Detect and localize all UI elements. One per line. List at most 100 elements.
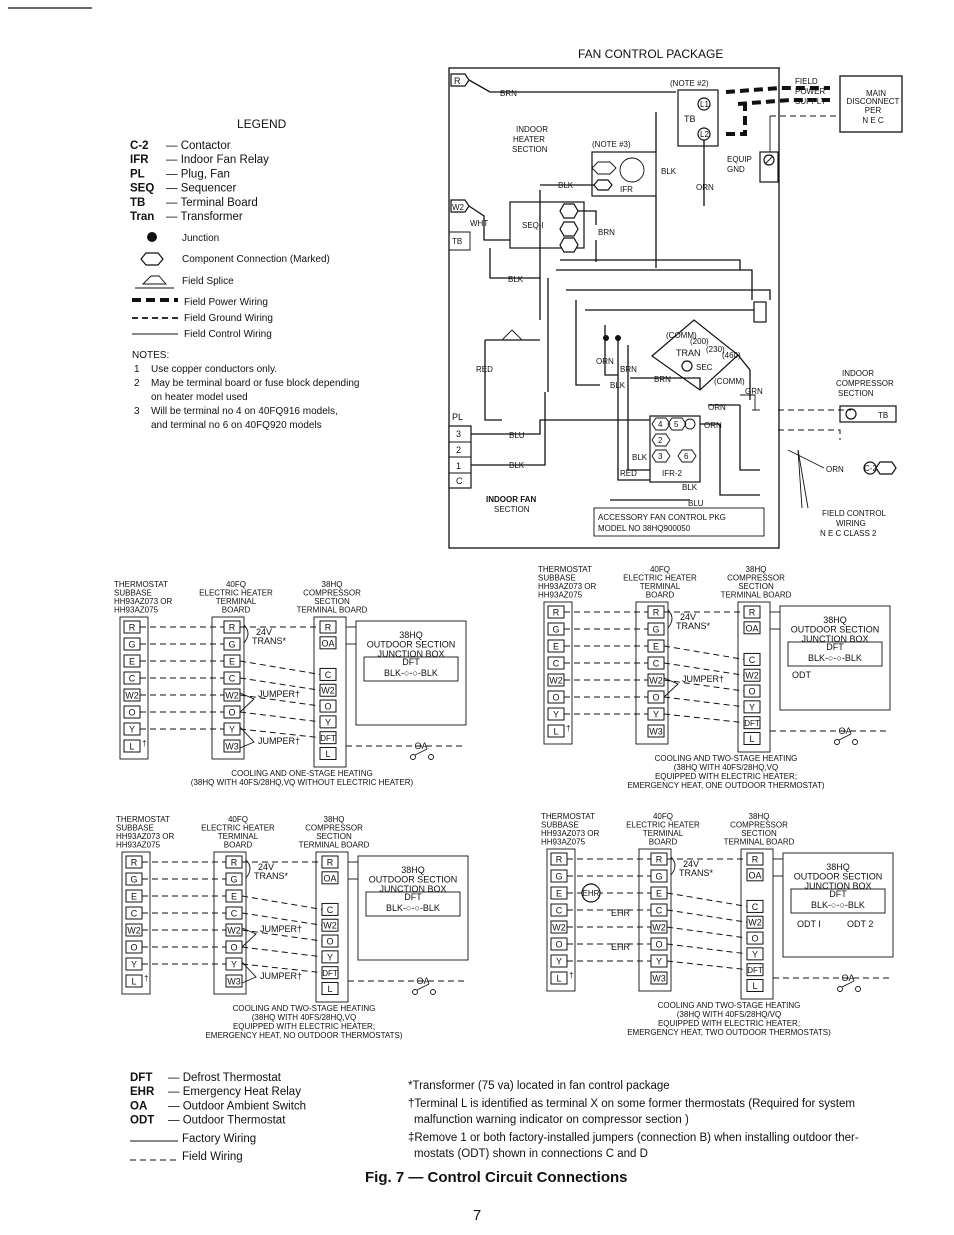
transformer-brace: [667, 609, 673, 629]
note-text: Will be terminal no 4 on 40FQ916 models,: [151, 406, 338, 417]
figure-caption: Fig. 7 — Control Circuit Connections: [365, 1169, 628, 1186]
legend-desc: — Terminal Board: [166, 197, 258, 209]
compressor-terminal-label: DFT: [322, 969, 338, 978]
outdoor-section-label: 38HQ: [401, 865, 425, 875]
dft-label: DFT: [402, 657, 420, 667]
svg-text:†: †: [566, 724, 570, 733]
compressor-board-label: TERMINAL BOARD: [721, 591, 792, 600]
trans-label: 24V: [680, 612, 696, 622]
compressor-terminal-label: C: [325, 670, 332, 680]
thermostat-subbase-strip: [543, 601, 573, 745]
compressor-terminal: [321, 855, 339, 869]
legend-desc: — Contactor: [166, 140, 231, 152]
heater-terminal-label: E: [656, 889, 662, 899]
compressor-terminal-label: L: [749, 734, 754, 744]
diagram-caption: EMERGENCY HEAT, ONE OUTDOOR THERMOSTAT): [627, 781, 824, 790]
svg-text:†: †: [144, 974, 148, 983]
svg-text:C: C: [456, 476, 463, 486]
compressor-terminal-label: OA: [321, 638, 334, 648]
thermostat-terminal-label: W2: [549, 676, 563, 686]
heater-board-label: ELECTRIC HEATER: [623, 574, 697, 583]
compressor-board-label: SECTION: [316, 832, 352, 841]
fan-control-package-diagram: FAN CONTROL PACKAGE R BRN (NOTE #2) TB L…: [448, 47, 903, 549]
compressor-board-label: 38HQ: [324, 815, 345, 824]
diagram-caption: (38HQ WITH 40FS/28HQ,VQ: [252, 1013, 356, 1022]
outdoor-section-label: JUNCTION BOX: [379, 884, 446, 894]
compressor-terminal-label: Y: [325, 717, 331, 727]
heater-board-label: TERMINAL: [640, 582, 681, 591]
outdoor-junction-box: [779, 605, 891, 711]
svg-text:mostats (ODT) shown in connect: mostats (ODT) shown in connections C and…: [414, 1148, 648, 1160]
heater-terminal-label: C: [231, 909, 238, 919]
hexagon-icon: [593, 179, 613, 191]
svg-text:N E C CLASS 2: N E C CLASS 2: [820, 529, 877, 538]
outdoor-junction-box: [782, 852, 894, 958]
svg-text:EQUIP: EQUIP: [727, 155, 752, 164]
svg-text:BLK: BLK: [632, 453, 648, 462]
compressor-terminal-label: Y: [749, 702, 755, 712]
diagram-caption: (38HQ WITH 40FS/28HQ,VQ WITHOUT ELECTRIC…: [191, 778, 414, 787]
svg-text:*Transformer (75 va) located i: *Transformer (75 va) located in fan cont…: [408, 1080, 670, 1092]
thermostat-terminal-label: C: [556, 906, 563, 916]
legend-abbr: OA: [130, 1100, 147, 1112]
svg-text:TRAN: TRAN: [676, 348, 701, 358]
svg-text:(230): (230): [706, 345, 725, 354]
svg-text:(NOTE #2): (NOTE #2): [670, 79, 709, 88]
thermostat-terminal-label: E: [553, 642, 559, 652]
svg-text:BLU: BLU: [688, 499, 704, 508]
compressor-terminal-label: R: [327, 858, 334, 868]
dft-assembly: [363, 656, 459, 682]
compressor-terminal-label: W2: [745, 671, 759, 681]
outdoor-junction-box: [357, 855, 469, 961]
note-text: and terminal no 6 on 40FQ920 models: [151, 420, 322, 431]
thermostat-terminal-label: C: [129, 674, 136, 684]
svg-text:W2: W2: [452, 203, 465, 212]
oa-switch-icon: [412, 989, 418, 995]
heater-terminal-label: Y: [653, 710, 659, 720]
thermostat-terminal-label: W2: [127, 926, 141, 936]
heater-terminal: [225, 974, 243, 988]
compressor-terminal-strip: [740, 848, 774, 1000]
compressor-board-label: SECTION: [741, 829, 777, 838]
svg-text:3: 3: [658, 452, 663, 461]
note-number: 2: [134, 378, 140, 389]
compressor-terminal-label: C: [749, 655, 756, 665]
heater-terminal: [650, 971, 668, 985]
legend-abbr: TB: [130, 197, 145, 209]
thermostat-terminal-label: Y: [129, 725, 135, 735]
heater-terminal-label: R: [229, 623, 236, 633]
thermostat-subbase-label: THERMOSTAT: [116, 815, 170, 824]
compressor-board-label: COMPRESSOR: [727, 574, 785, 583]
heater-terminal-strip: [211, 616, 245, 760]
outdoor-section-label: OUTDOOR SECTION: [369, 875, 458, 885]
heater-terminal-label: C: [653, 659, 660, 669]
heater-board-label: TERMINAL: [643, 829, 684, 838]
trans-label: TRANS*: [252, 636, 287, 646]
jumper-label: JUMPER†: [260, 924, 302, 934]
outdoor-section-label: 38HQ: [823, 615, 847, 625]
svg-text:BLU: BLU: [509, 431, 525, 440]
heater-terminal-label: C: [656, 906, 663, 916]
svg-text:C-2: C-2: [864, 464, 877, 473]
trans-label: TRANS*: [679, 868, 714, 878]
l1-terminal: [697, 97, 711, 111]
compressor-terminal-label: W2: [323, 921, 337, 931]
legend-desc: — Indoor Fan Relay: [166, 154, 269, 166]
svg-text:FIELD: FIELD: [795, 77, 818, 86]
compressor-terminal-label: W2: [321, 686, 335, 696]
thermostat-terminal-label: E: [556, 889, 562, 899]
legend-abbr: SEQ: [130, 183, 154, 195]
legend-abbr: EHR: [130, 1086, 155, 1098]
heater-board-label: 40FQ: [653, 812, 673, 821]
compressor-board-label: TERMINAL BOARD: [297, 606, 368, 615]
legend-abbr: IFR: [130, 154, 149, 166]
svg-text:DISCONNECT: DISCONNECT: [847, 97, 900, 106]
compressor-terminal: [746, 852, 764, 866]
heater-terminal-label: Y: [656, 957, 662, 967]
thermostat-terminal-label: L: [129, 742, 134, 752]
legend-abbr: PL: [130, 168, 145, 180]
